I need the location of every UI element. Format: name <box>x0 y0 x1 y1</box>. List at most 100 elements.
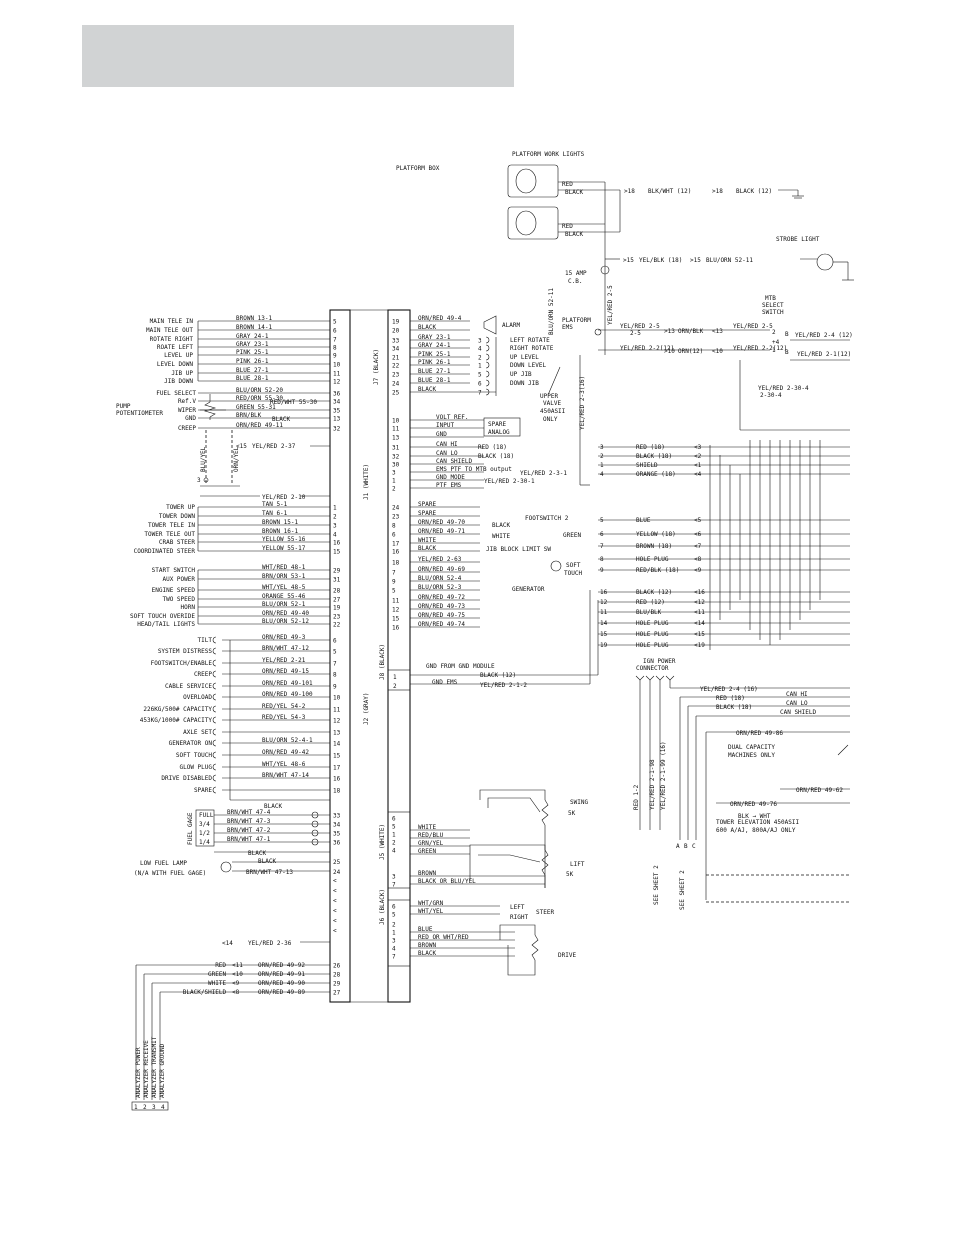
j7-coil: 7 <box>478 390 482 397</box>
right-pin-a: 1 <box>600 462 604 469</box>
j7-wire: BLACK <box>418 386 436 393</box>
see-sheet-2-b: SEE SHEET 2 <box>679 870 686 910</box>
j5-pin: 4 <box>392 848 396 855</box>
left-label: Ref.V <box>178 398 196 405</box>
right-pin-b: <1 <box>694 462 702 469</box>
fuel-wire: BRN/WHT 47-1 <box>227 836 271 843</box>
yelred-231: YEL/RED 2-3-1 <box>520 470 567 477</box>
j7-mid-pin: 13 <box>392 435 400 442</box>
j1-pin: 8 <box>333 345 337 352</box>
svg-text:<13: <13 <box>712 328 723 335</box>
right-pin-a: 4 <box>600 471 604 478</box>
j2-pin: 12 <box>333 718 341 725</box>
j7-connector <box>387 309 411 1003</box>
left-wire-2: ORANGE 55-46 <box>262 593 306 600</box>
j7-low-pin: 5 <box>392 588 396 595</box>
left-wire-2: WHT/RED 48-1 <box>262 564 306 571</box>
j1-pin-2: 22 <box>333 622 341 629</box>
j7-mid-pin: 3 <box>392 470 396 477</box>
j2-pin: 14 <box>333 741 341 748</box>
j1-pin-2: 29 <box>333 568 341 575</box>
j2-label: CREEP <box>194 671 212 678</box>
fuel-level: 3/4 <box>199 821 210 828</box>
right-pin-b: <15 <box>694 631 705 638</box>
left-wire: GREEN 55-31 <box>236 404 276 411</box>
right-wire: HOLE PLUG <box>636 556 669 563</box>
left-wire: GRAY 23-1 <box>236 341 269 348</box>
svg-text:B: B <box>785 349 789 356</box>
j2-label: SOFT TOUCH <box>176 752 213 759</box>
j2-wire: WHT/YEL 48-6 <box>262 761 306 768</box>
black-12: BLACK (12) <box>736 188 772 195</box>
j7-pin: 24 <box>392 381 400 388</box>
left-label-2: AUX POWER <box>162 576 195 583</box>
right-pin-a: 9 <box>600 567 604 574</box>
right-pin-b: <16 <box>694 589 705 596</box>
j7-mid-wire: CAN LO <box>436 450 458 457</box>
j7-mid-pin: 2 <box>392 486 396 493</box>
left-label: LEVEL UP <box>164 352 193 359</box>
j1-pin-2: 31 <box>333 577 341 584</box>
j6-wire-b: BROWN <box>418 942 436 949</box>
yelred-2-2-12: YEL/RED 2-2(12) <box>620 345 674 352</box>
j7-low-pin: 12 <box>392 607 400 614</box>
j1-pin-2: 3 <box>333 523 337 530</box>
j7-pin: 21 <box>392 355 400 362</box>
analyzer-pin-n: <10 <box>232 971 243 978</box>
analyzer-wire-color: GREEN <box>208 971 226 978</box>
empty-pin: < <box>333 918 337 925</box>
analyzer-label: ANALYZER TRANSMIT <box>151 1036 158 1098</box>
j7-wire: GRAY 23-1 <box>418 334 451 341</box>
ign-power-section: IGN POWER CONNECTOR YEL/RED 2-4 (16) RED… <box>633 658 850 910</box>
j2-pin: 9 <box>333 684 337 691</box>
wl-black-2: BLACK <box>565 231 583 238</box>
right-pin-a: 12 <box>600 599 608 606</box>
left-label: JIB UP <box>171 370 193 377</box>
j2-wire: ORN/RED 49-3 <box>262 634 306 641</box>
right-pin-b: <19 <box>694 642 705 649</box>
right-pin-a: 3 <box>600 444 604 451</box>
yelred-25b: YEL/RED 2-5 <box>733 323 773 330</box>
right-wire: RED (12) <box>636 599 665 606</box>
left-wire: BLUE 28-1 <box>236 375 269 382</box>
svg-text:2: 2 <box>393 683 397 690</box>
work-lights: PLATFORM WORK LIGHTS RED BLACK RED BLACK… <box>507 151 804 355</box>
left-label-2: TOWER TELE IN <box>148 522 195 529</box>
right-wire: RED (18) <box>636 444 665 451</box>
j1-pin: 5 <box>333 319 337 326</box>
j2-pin: 8 <box>333 672 337 679</box>
empty-pin: < <box>333 898 337 905</box>
empty-pin: < <box>333 928 337 935</box>
j2-wire: BRN/WHT 47-12 <box>262 645 309 652</box>
ign-blk-wht: BLK → WHT <box>738 813 771 820</box>
j1-pin: 7 <box>333 337 337 344</box>
j2-label: GLOW PLUG <box>179 764 212 771</box>
mtb-label-2: SELECT <box>762 302 784 309</box>
right-pin-a: 2 <box>600 453 604 460</box>
j2-wire: ORN/RED 49-101 <box>262 680 313 687</box>
j2-pin: 5 <box>333 649 337 656</box>
j6-pin-b: 7 <box>392 954 396 961</box>
drive-label: DRIVE <box>558 952 576 959</box>
j2-pin: 16 <box>333 776 341 783</box>
j1-pin-2: 28 <box>333 588 341 595</box>
right-wire: ORANGE (18) <box>636 471 676 478</box>
yel-red-237: YEL/RED 2-37 <box>252 443 296 450</box>
j7-mid-pin: 1 <box>392 478 396 485</box>
low-fuel-note: (N/A WITH FUEL GAGE) <box>134 870 206 877</box>
j6-pin: 5 <box>392 912 396 919</box>
svg-text:1: 1 <box>393 674 397 681</box>
mtb-select-switch: MTB SELECT SWITCH YEL/RED 2-5 2-5 >13 OR… <box>580 295 853 486</box>
j7-pin: 19 <box>392 319 400 326</box>
left-label-2: COORDINATED STEER <box>134 548 196 555</box>
j7-pin: 34 <box>392 346 400 353</box>
j8-yelred: YEL/RED 2-1-2 <box>480 682 527 689</box>
j7-mid-pin: 30 <box>392 462 400 469</box>
right-pin-b: <9 <box>694 567 702 574</box>
low-fuel-black: BLACK <box>258 858 276 865</box>
j7-low-pin: 24 <box>392 505 400 512</box>
j1-pin: 36 <box>333 391 341 398</box>
